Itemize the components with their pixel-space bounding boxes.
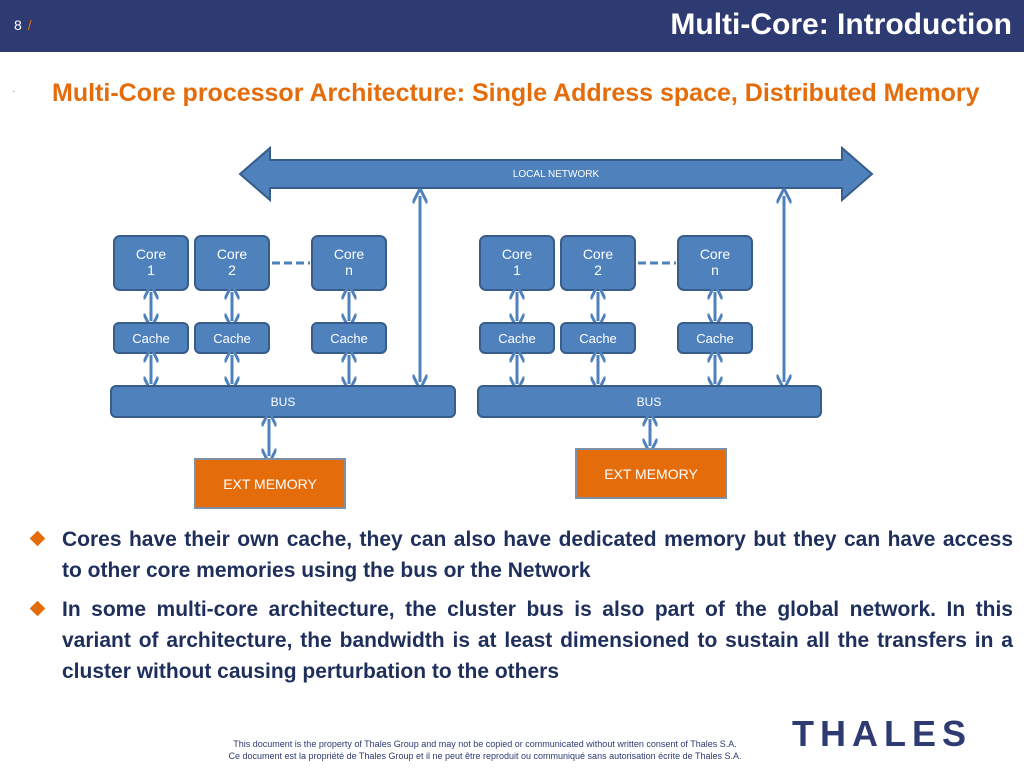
cluster-1-cache-1-label: Cache	[132, 331, 170, 346]
slide-subtitle: Multi-Core processor Architecture: Singl…	[52, 79, 980, 107]
thales-logo: THALES	[792, 713, 972, 754]
bullet-item: In some multi-core architecture, the clu…	[29, 594, 1013, 687]
bullet-list: Cores have their own cache, they can als…	[29, 524, 1013, 695]
cluster-2-core-1-label: Core	[502, 246, 533, 262]
footer-line-french: Ce document est la propriété de Thales G…	[228, 751, 742, 761]
cluster-2-core-n-label: Core	[700, 246, 731, 262]
cluster-2: Core 1 Core 2 Core n Cache Cache Cache B…	[477, 235, 822, 499]
cluster-1-ext-memory-label: EXT MEMORY	[223, 476, 317, 492]
page-number-slash: /	[27, 17, 32, 33]
cluster-1-core-2-label: Core	[217, 246, 248, 262]
cluster-2-bus-label: BUS	[637, 395, 662, 409]
bullet-text: Cores have their own cache, they can als…	[62, 528, 1013, 582]
cluster-2-core-2-label: Core	[583, 246, 614, 262]
cluster-1-core-n-label: Core	[334, 246, 365, 262]
cluster-1-core-2-index: 2	[228, 262, 236, 278]
footer-disclaimer: This document is the property of Thales …	[160, 738, 810, 762]
cluster-1-ext-memory	[194, 458, 346, 509]
cluster-1-bus	[110, 385, 456, 418]
bullet-text: In some multi-core architecture, the clu…	[62, 598, 1013, 683]
bullet-item: Cores have their own cache, they can als…	[29, 524, 1013, 586]
cluster-2-cache-1-label: Cache	[498, 331, 536, 346]
cluster-2-core-1-index: 1	[513, 262, 521, 278]
header-bar: 8/ Multi-Core: Introduction	[0, 0, 1024, 52]
cluster-1-cache-2-label: Cache	[213, 331, 251, 346]
cluster-2-core-2-index: 2	[594, 262, 602, 278]
diamond-bullet-icon	[29, 600, 46, 617]
cluster-2-cache-n-label: Cache	[696, 331, 734, 346]
local-network-arrow	[238, 145, 874, 203]
cluster-2-core-n-index: n	[711, 262, 719, 278]
cluster-1: Core 1 Core 2 Core n Cache Cache Cache B…	[110, 235, 456, 509]
cluster-1-core-n-index: n	[345, 262, 353, 278]
cluster-1-core-1-index: 1	[147, 262, 155, 278]
page-number: 8/	[14, 17, 32, 33]
local-network-label: LOCAL NETWORK	[513, 169, 600, 180]
cluster-1-cache-n-label: Cache	[330, 331, 368, 346]
footer-line-english: This document is the property of Thales …	[233, 739, 737, 749]
architecture-diagram: LOCAL NETWORK Core 1 Core 2 Core n Cache…	[110, 145, 874, 509]
slide-title: Multi-Core: Introduction	[670, 8, 1012, 41]
subtitle-bullet: ·	[12, 86, 16, 97]
cluster-1-bus-label: BUS	[271, 395, 296, 409]
diamond-bullet-icon	[29, 530, 46, 547]
cluster-1-core-1-label: Core	[136, 246, 167, 262]
cluster-2-cache-2-label: Cache	[579, 331, 617, 346]
cluster-2-ext-memory	[575, 448, 727, 499]
cluster-2-ext-memory-label: EXT MEMORY	[604, 466, 698, 482]
